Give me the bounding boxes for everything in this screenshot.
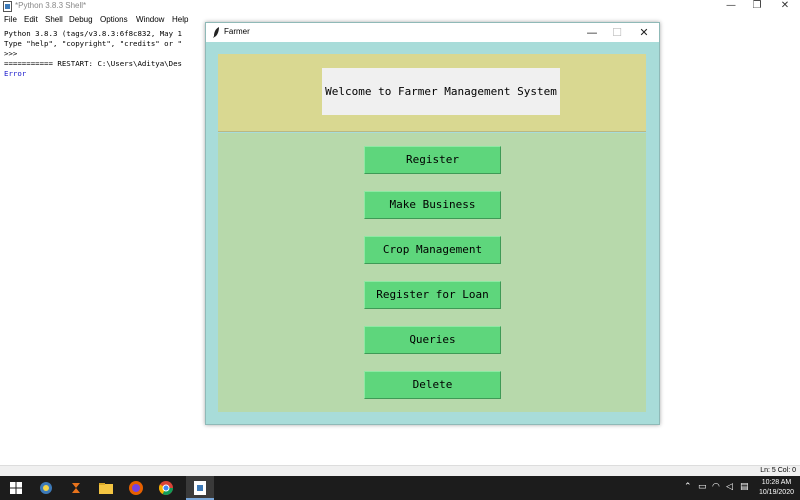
wifi-icon[interactable]: ◠	[712, 482, 720, 492]
menu-debug[interactable]: Debug	[69, 15, 93, 24]
register-for-loan-button[interactable]: Register for Loan	[364, 281, 501, 309]
shell-line: =========== RESTART: C:\Users\Aditya\Des	[4, 59, 182, 68]
python-idle-taskbar-icon[interactable]	[38, 480, 54, 496]
maximize-icon[interactable]: ☐	[612, 26, 622, 39]
menu-shell[interactable]: Shell	[45, 15, 63, 24]
feather-icon	[213, 27, 219, 38]
python-file-icon	[3, 1, 12, 12]
firefox-icon[interactable]	[128, 480, 144, 496]
app-taskbar-icon[interactable]	[68, 480, 84, 496]
taskbar: ⌃ ▭ ◠ ◁ ▤ 10:28 AM 10/19/2020	[0, 476, 800, 500]
header-frame: Welcome to Farmer Management System	[218, 54, 646, 132]
shell-menubar: File Edit Shell Debug Options Window Hel…	[0, 14, 800, 26]
tray-clock[interactable]: 10:28 AM 10/19/2020	[759, 478, 794, 498]
battery-icon[interactable]: ▭	[698, 482, 707, 492]
close-icon[interactable]: ✕	[780, 0, 790, 11]
welcome-label: Welcome to Farmer Management System	[322, 68, 560, 115]
shell-line: Python 3.8.3 (tags/v3.8.3:6f8c832, May 1	[4, 29, 182, 38]
crop-management-button[interactable]: Crop Management	[364, 236, 501, 264]
close-icon[interactable]: ✕	[639, 26, 649, 39]
chevron-up-icon[interactable]: ⌃	[684, 482, 692, 492]
cursor-position: Ln: 5 Col: 0	[760, 467, 796, 474]
register-button[interactable]: Register	[364, 146, 501, 174]
shell-line: >>>	[4, 49, 22, 58]
file-explorer-icon[interactable]	[98, 480, 114, 496]
volume-icon[interactable]: ◁	[726, 482, 733, 492]
shell-line: Type "help", "copyright", "credits" or "	[4, 39, 182, 48]
windows-start-icon[interactable]	[8, 480, 24, 496]
queries-button[interactable]: Queries	[364, 326, 501, 354]
shell-title: *Python 3.8.3 Shell*	[15, 1, 87, 10]
menu-window[interactable]: Window	[136, 15, 165, 24]
menu-edit[interactable]: Edit	[24, 15, 38, 24]
farmer-window: Farmer — ☐ ✕ Welcome to Farmer Managemen…	[205, 22, 660, 425]
make-business-button[interactable]: Make Business	[364, 191, 501, 219]
shell-statusbar: Ln: 5 Col: 0	[0, 465, 800, 476]
farmer-title: Farmer	[224, 27, 250, 36]
chrome-icon[interactable]	[158, 480, 174, 496]
menu-frame: Register Make Business Crop Management R…	[218, 133, 646, 412]
menu-options[interactable]: Options	[100, 15, 128, 24]
clock-date: 10/19/2020	[758, 489, 794, 496]
active-taskbar-item[interactable]	[186, 476, 214, 500]
delete-button[interactable]: Delete	[364, 371, 501, 399]
shell-output[interactable]: Python 3.8.3 (tags/v3.8.3:6f8c832, May 1…	[4, 29, 182, 79]
python-file-icon	[194, 481, 206, 495]
menu-file[interactable]: File	[4, 15, 17, 24]
minimize-icon[interactable]: —	[586, 26, 598, 39]
shell-error-line: Error	[4, 69, 27, 78]
shell-titlebar[interactable]: *Python 3.8.3 Shell* — ❐ ✕	[0, 0, 800, 13]
minimize-icon[interactable]: —	[726, 0, 736, 11]
clock-time: 10:28 AM	[761, 479, 792, 486]
keyboard-icon[interactable]: ▤	[740, 482, 749, 492]
restore-icon[interactable]: ❐	[752, 0, 762, 11]
farmer-titlebar[interactable]: Farmer — ☐ ✕	[206, 23, 659, 42]
menu-help[interactable]: Help	[172, 15, 189, 24]
